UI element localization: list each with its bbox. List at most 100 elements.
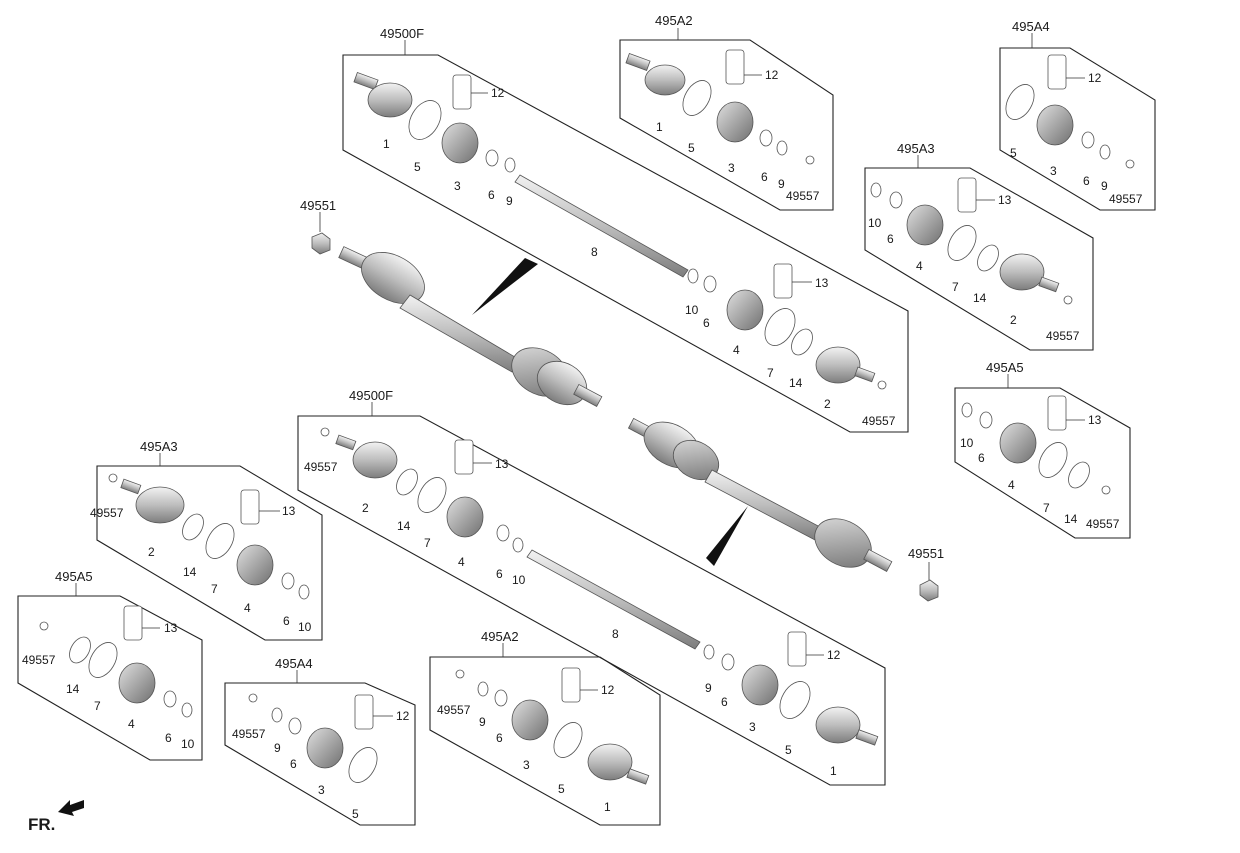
part-label: 6	[887, 232, 894, 246]
part-label: 6	[290, 757, 297, 771]
part-label: 9	[479, 715, 486, 729]
part-label: 13	[495, 457, 509, 471]
part-label: 13	[282, 504, 296, 518]
part-labels-495a5-left: 49557 14 7 4 6 10 13	[22, 621, 195, 751]
part-label: 49557	[232, 727, 266, 741]
part-label: 9	[506, 194, 513, 208]
part-labels-495a2-bottom: 49557 9 6 3 5 1 12	[437, 683, 615, 814]
orientation-label: FR.	[28, 815, 55, 834]
part-label: 3	[318, 783, 325, 797]
group-label-495a5-right: 495A5	[986, 360, 1024, 375]
part-label: 5	[1010, 146, 1017, 160]
part-labels-49500f-top: 1 5 3 6 9 8 10 6 4 7 14 2 49557 12 13	[383, 86, 896, 428]
part-label: 49557	[1086, 517, 1120, 531]
part-label: 10	[181, 737, 195, 751]
part-label: 6	[721, 695, 728, 709]
part-label: 1	[830, 764, 837, 778]
part-label: 12	[396, 709, 410, 723]
part-label: 7	[94, 699, 101, 713]
group-frame-495a2-top	[619, 39, 834, 211]
group-label-49500f-top: 49500F	[380, 26, 424, 41]
part-label: 13	[1088, 413, 1102, 427]
part-label: 12	[765, 68, 779, 82]
part-label: 5	[558, 782, 565, 796]
drive-shaft-assembly-top	[338, 246, 603, 407]
part-label: 9	[274, 741, 281, 755]
part-label: 2	[1010, 313, 1017, 327]
part-label: 7	[1043, 501, 1050, 515]
group-frame-495a5-right	[954, 387, 1131, 539]
part-label: 10	[960, 436, 974, 450]
part-label: 6	[978, 451, 985, 465]
group-label-49500f-bottom: 49500F	[349, 388, 393, 403]
part-label: 1	[656, 120, 663, 134]
part-label: 4	[128, 717, 135, 731]
parts-495a3-top	[870, 177, 1073, 305]
explode-pointer-bottom	[706, 506, 748, 566]
part-labels-495a4-bottom: 49557 9 6 3 5 12	[232, 709, 410, 821]
part-label: 49557	[1109, 192, 1143, 206]
part-label: 14	[973, 291, 987, 305]
part-label: 4	[733, 343, 740, 357]
part-label: 8	[612, 627, 619, 641]
group-label-495a4-bottom: 495A4	[275, 656, 313, 671]
part-label: 49557	[1046, 329, 1080, 343]
part-label: 6	[703, 316, 710, 330]
drive-shaft-assembly-bottom	[627, 417, 893, 572]
group-frame-495a3-left	[96, 465, 323, 641]
part-label: 5	[785, 743, 792, 757]
part-label-49551-top: 49551	[300, 198, 336, 213]
part-label: 2	[362, 501, 369, 515]
parts-495a5-right	[961, 395, 1111, 495]
part-label: 4	[1008, 478, 1015, 492]
part-label: 14	[66, 682, 80, 696]
part-label: 14	[789, 376, 803, 390]
orientation-indicator: FR.	[28, 800, 84, 834]
part-label: 5	[688, 141, 695, 155]
part-label: 6	[496, 567, 503, 581]
part-label: 13	[998, 193, 1012, 207]
group-frame-495a3-top	[864, 167, 1094, 351]
group-frame-495a5-left	[17, 595, 203, 761]
part-label: 1	[383, 137, 390, 151]
part-label: 7	[952, 280, 959, 294]
group-frame-495a4-bottom	[224, 682, 416, 826]
part-label: 14	[183, 565, 197, 579]
group-frame-495a2-bottom	[429, 656, 661, 826]
part-labels-495a2-top: 1 5 3 6 9 49557 12	[656, 68, 820, 203]
parts-495a4-bottom	[248, 693, 378, 783]
part-label: 2	[148, 545, 155, 559]
front-arrow-icon	[58, 800, 84, 816]
part-label: 5	[414, 160, 421, 174]
part-label: 4	[458, 555, 465, 569]
part-label: 6	[761, 170, 768, 184]
part-label: 10	[868, 216, 882, 230]
part-label: 3	[749, 720, 756, 734]
part-label: 12	[827, 648, 841, 662]
part-label: 6	[283, 614, 290, 628]
part-label: 49557	[90, 506, 124, 520]
part-label: 9	[705, 681, 712, 695]
part-labels-495a4-top: 5 3 6 9 49557 12	[1010, 71, 1143, 206]
explode-pointer-top	[472, 258, 538, 315]
part-label: 7	[211, 582, 218, 596]
part-label: 3	[728, 161, 735, 175]
part-label: 6	[496, 731, 503, 745]
part-label: 13	[815, 276, 829, 290]
parts-495a2-top	[625, 49, 815, 165]
part-labels-495a3-left: 49557 2 14 7 4 6 10 13	[90, 504, 312, 634]
part-label: 49557	[22, 653, 56, 667]
hub-nut-bottom	[919, 562, 939, 602]
part-label: 10	[685, 303, 699, 317]
part-label: 7	[767, 366, 774, 380]
parts-49500f-top	[353, 72, 887, 390]
group-frame-49500f-top	[342, 54, 909, 433]
part-label: 5	[352, 807, 359, 821]
part-label: 13	[164, 621, 178, 635]
part-label: 14	[1064, 512, 1078, 526]
group-frame-49500f-bottom	[297, 415, 886, 786]
part-label: 4	[244, 601, 251, 615]
part-label: 2	[824, 397, 831, 411]
leader-lines	[142, 74, 1085, 717]
